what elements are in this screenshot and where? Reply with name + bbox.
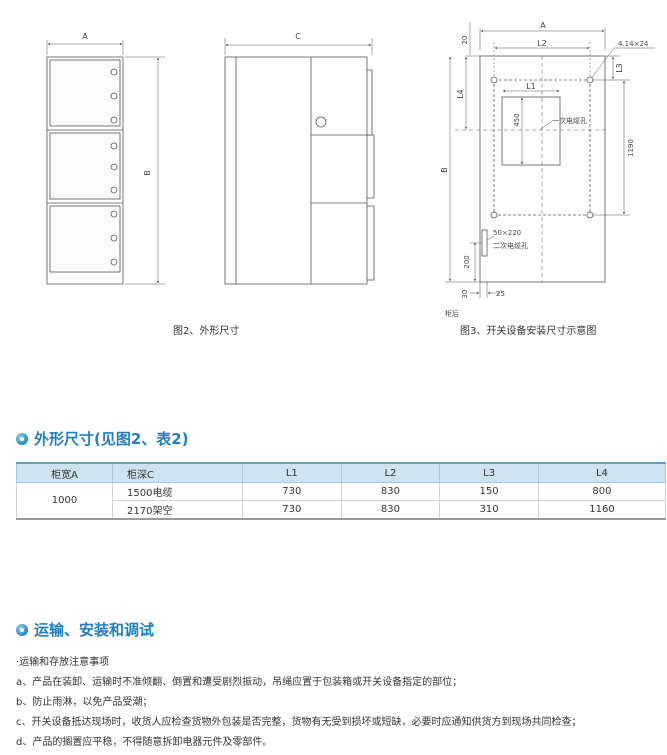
fig3-dim-30: 30	[461, 290, 469, 299]
header-cabinet-depth: 柜深C	[112, 462, 243, 483]
table-cell: 830	[340, 482, 441, 501]
table-cell: 150	[439, 482, 539, 501]
fig2-side-view	[224, 38, 375, 285]
cabinet-width-cell: 1000	[16, 482, 113, 520]
table-cell: 830	[340, 500, 441, 520]
fig2-dim-c: C	[295, 32, 301, 41]
fig3-dim-a: A	[540, 21, 546, 30]
table-cell: 2170架空	[112, 500, 243, 520]
section-dimensions-title: 外形尺寸(见图2、表2)	[34, 430, 189, 448]
table-cell: 730	[242, 482, 342, 501]
fig3-dim-20: 20	[461, 36, 469, 45]
fig3-secondary-size: 50×220	[493, 229, 521, 237]
fig3-dim-l4: L4	[456, 89, 465, 99]
fig3-dim-b: B	[440, 167, 449, 173]
fig3-bolt-holes	[490, 76, 594, 219]
table-cell: 800	[537, 482, 667, 501]
fig2-front-view	[46, 40, 165, 285]
fig3-secondary-cable-label: 二次电缆孔	[493, 241, 528, 250]
note-item-b: b、防止雨淋，以免产品受潮；	[16, 697, 153, 708]
fig3-caption: 图3、开关设备安装尺寸示意图	[460, 326, 597, 337]
section-dimensions-heading: 外形尺寸(见图2、表2)	[16, 428, 189, 449]
note-item-d: d、产品的搁置应平稳，不得随意拆卸电器元件及零部件。	[16, 737, 273, 748]
section-transport-heading: 运输、安装和调试	[16, 619, 154, 640]
fig3-dim-l1: L1	[526, 82, 536, 91]
transport-notes: ·运输和存放注意事项 a、产品在装卸、运输时不准倾翻、倒置和遭受剧烈振动，吊绳应…	[16, 653, 582, 753]
table-row: 2170架空 730 830 310 1160	[17, 500, 667, 520]
fig3-dim-l3: L3	[615, 63, 624, 73]
fig3-dim-450: 450	[513, 113, 521, 126]
fig2-dim-b: B	[143, 170, 152, 176]
technical-drawings: A B C	[46, 21, 655, 318]
fig3-installation-plan	[445, 22, 655, 298]
header-cabinet-width: 柜宽A	[16, 462, 113, 483]
fig3-dim-200: 200	[463, 255, 471, 268]
fig3-bolt-spec: 4.14×24	[618, 40, 649, 48]
table-cell: 310	[439, 500, 539, 520]
note-item-c: c、开关设备抵达现场时，收货人应检查货物外包装是否完整，货物有无受到损坏或短缺，…	[16, 717, 582, 728]
table-row: 1000 1500电缆 730 830 150 800	[16, 482, 667, 520]
fig3-dim-l2: L2	[537, 39, 547, 48]
header-l2: L2	[340, 462, 441, 483]
notes-heading: ·运输和存放注意事项	[16, 657, 110, 668]
fig3-primary-cable-label: 一次电缆孔	[552, 116, 587, 125]
header-l1: L1	[242, 462, 342, 483]
fig2-dim-a: A	[82, 32, 88, 41]
section-transport-title: 运输、安装和调试	[34, 621, 155, 639]
table-cell: 1500电缆	[112, 482, 243, 501]
bullet-icon	[16, 432, 28, 445]
fig2-caption: 图2、外形尺寸	[173, 326, 240, 337]
header-l3: L3	[439, 462, 539, 483]
dimension-table: 柜宽A 柜深C L1 L2 L3 L4 1000 1500电缆 730 830 …	[16, 462, 667, 520]
fig3-rear-label: 柜后	[445, 309, 459, 318]
table-cell: 730	[242, 500, 342, 520]
table-cell: 1160	[537, 500, 667, 520]
note-item-a: a、产品在装卸、运输时不准倾翻、倒置和遭受剧烈振动，吊绳应置于包装箱或开关设备指…	[16, 677, 463, 688]
header-l4: L4	[537, 462, 667, 483]
fig3-dim-25: 25	[496, 290, 505, 298]
fig3-dim-1190: 1190	[627, 139, 635, 157]
bullet-icon	[16, 623, 28, 636]
table-header-row: 柜宽A 柜深C L1 L2 L3 L4	[16, 462, 667, 483]
